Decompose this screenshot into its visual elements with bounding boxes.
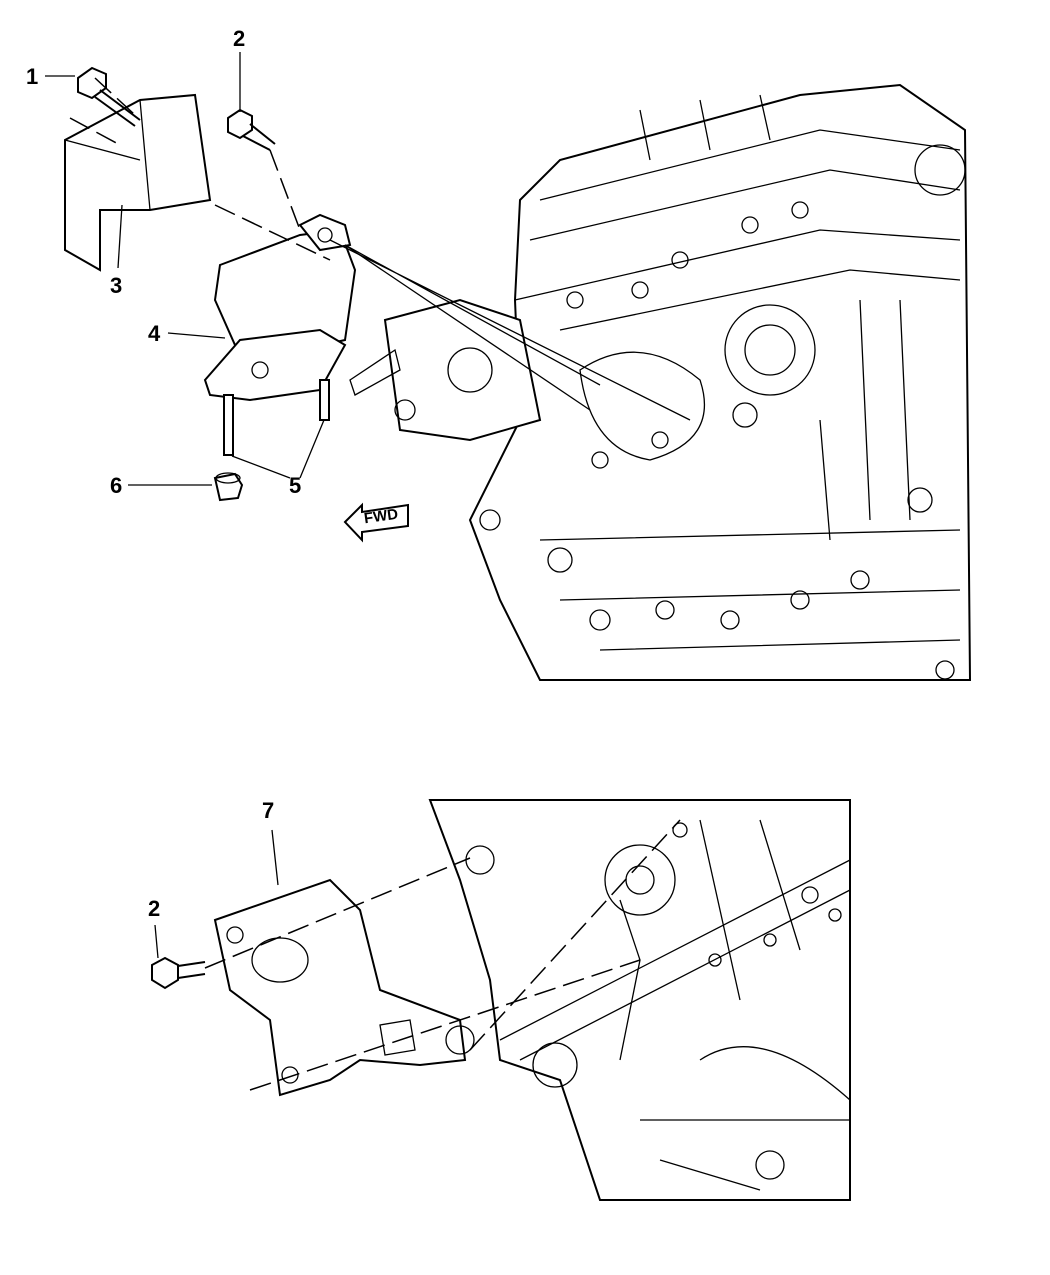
bolt-part-1	[77, 66, 141, 127]
callout-2-lower: 2	[148, 896, 161, 921]
bolt-part-2	[227, 108, 276, 151]
callout-5: 5	[289, 473, 302, 498]
callout-3: 3	[110, 273, 123, 298]
callout-6: 6	[110, 473, 123, 498]
callout-1: 1	[26, 64, 39, 89]
engine-lower	[428, 799, 851, 1201]
callout-2: 2	[233, 26, 246, 51]
heat-shield-part	[64, 93, 212, 272]
engine-upper	[349, 83, 972, 681]
callout-7: 7	[262, 798, 275, 823]
engine-mount-part	[203, 213, 357, 456]
nut-part	[213, 472, 244, 502]
mount-bracket-part	[213, 878, 475, 1097]
callout-4: 4	[148, 321, 161, 346]
fwd-arrow	[343, 502, 409, 543]
bolt-part-2-lower	[151, 956, 206, 990]
